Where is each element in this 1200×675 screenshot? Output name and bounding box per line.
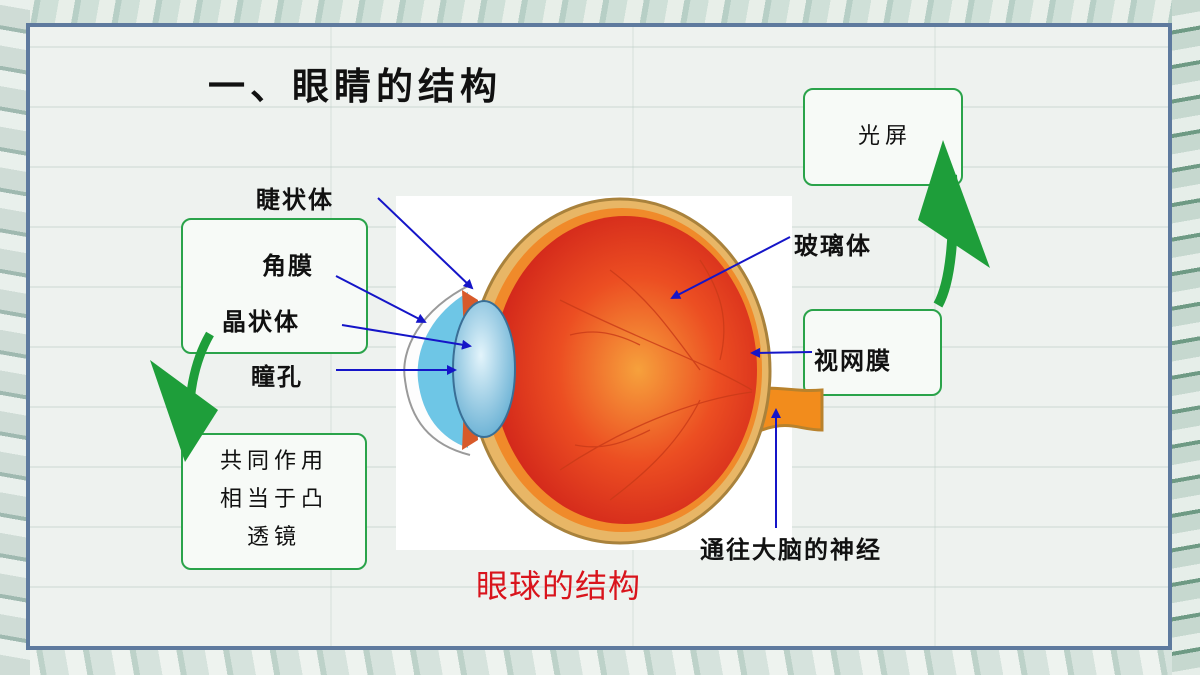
vitreous-shape (493, 216, 757, 524)
pointer-vitreous (670, 236, 791, 299)
group-box-front-parts (181, 218, 368, 354)
convex-lens-line-2: 相当于凸 (219, 487, 328, 512)
pointer-cornea (335, 275, 427, 323)
convex-lens-line-1: 共同作用 (219, 449, 328, 474)
label-optic-nerve: 通往大脑的神经 (700, 536, 882, 564)
slide-title: 一、眼睛的结构 (208, 65, 502, 108)
label-lens: 晶状体 (222, 308, 300, 336)
screen-box-text: 光屏 (857, 124, 912, 149)
convex-lens-box (181, 433, 367, 570)
label-ciliary-body: 睫状体 (256, 186, 334, 214)
decorative-left-edge (0, 0, 30, 675)
diagram-caption: 眼球的结构 (476, 567, 642, 605)
label-pupil: 瞳孔 (251, 363, 303, 391)
green-arrow-left (150, 331, 218, 462)
lens-shape (452, 300, 516, 438)
pointer-ciliary (377, 197, 474, 290)
label-retina: 视网膜 (814, 347, 892, 375)
retina-box (803, 309, 942, 396)
decorative-bottom-edge (0, 645, 1200, 675)
convex-lens-line-3: 透镜 (246, 525, 301, 550)
green-arrow-right (918, 140, 990, 308)
pointer-lens (341, 324, 472, 350)
pointer-retina (750, 347, 813, 358)
label-cornea: 角膜 (262, 252, 314, 280)
decorative-right-edge (1172, 0, 1200, 675)
label-vitreous: 玻璃体 (794, 232, 872, 260)
blood-vessels (559, 259, 753, 501)
